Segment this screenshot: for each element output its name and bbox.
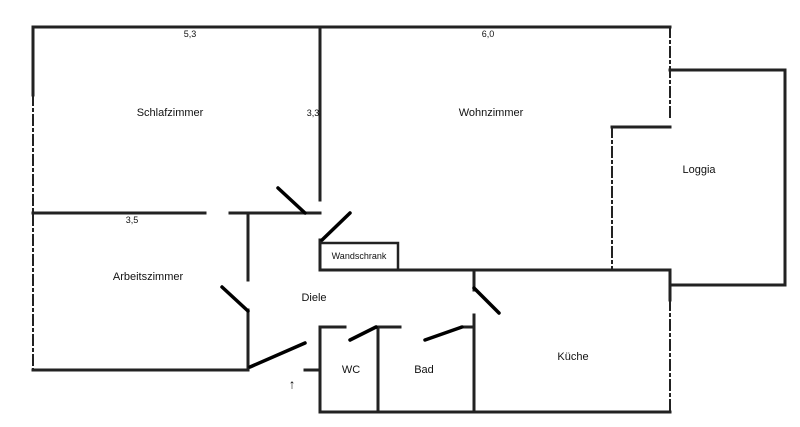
room-label-schlafzimmer: Schlafzimmer — [136, 107, 204, 119]
room-label-wohnzimmer: Wohnzimmer — [458, 107, 524, 119]
entrance-arrow-icon: ↑ — [288, 376, 296, 392]
room-label-wandschrank: Wandschrank — [331, 251, 387, 261]
room-label-arbeitszimmer: Arbeitszimmer — [112, 271, 184, 283]
door-kitchen — [472, 286, 501, 315]
door-wc — [348, 325, 378, 342]
room-label-bad: Bad — [414, 364, 434, 376]
room-label-wc: WC — [341, 364, 361, 376]
door-living — [320, 211, 352, 242]
dimension-schlafzimmer-depth: 3,3 — [306, 108, 320, 118]
door-bad — [423, 325, 464, 342]
wandschrank-box — [318, 241, 400, 272]
dimension-arbeitszimmer-width: 3,5 — [125, 215, 139, 225]
dimension-schlafzimmer-width: 5,3 — [183, 29, 197, 39]
room-label-diele: Diele — [301, 292, 327, 304]
loggia-outline — [668, 68, 787, 287]
room-label-loggia: Loggia — [682, 164, 716, 176]
dimension-wohnzimmer-width: 6,0 — [481, 29, 495, 39]
door-workroom — [220, 285, 250, 313]
room-label-kueche: Küche — [557, 351, 589, 363]
door-entrance — [248, 341, 307, 369]
door-bedroom — [276, 186, 307, 215]
